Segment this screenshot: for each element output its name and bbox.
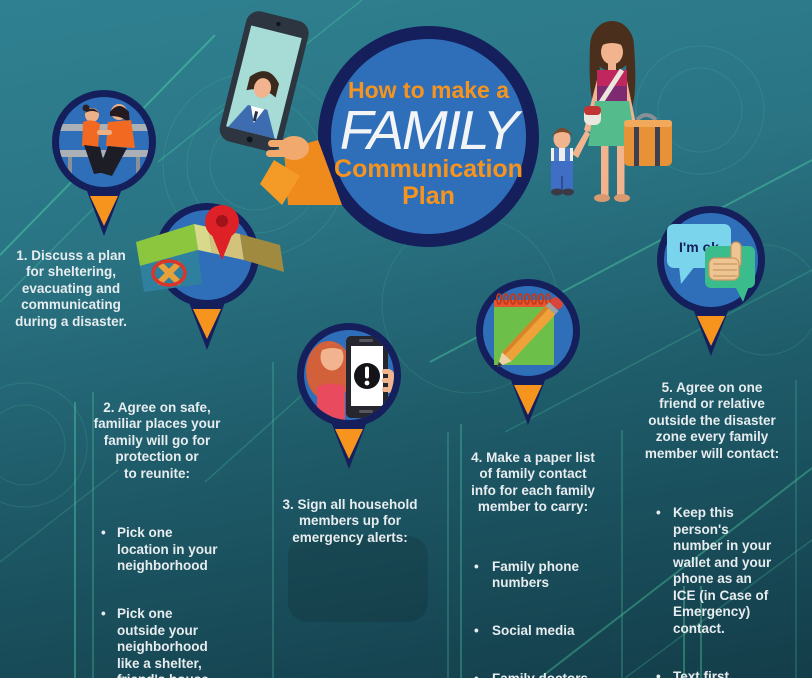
- step-5-bullets: Keep this person's number in your wallet…: [626, 489, 798, 678]
- pin-marker-4: [476, 279, 580, 425]
- title-line-4: Plan: [402, 182, 455, 210]
- bullet-item: Text first, talk second: [656, 669, 798, 678]
- step-2-text: 2. Agree on safe, familiar places your f…: [68, 383, 246, 678]
- bullet-item: Pick one location in your neighborhood: [101, 525, 246, 575]
- step-4-heading: 4. Make a paper list of family contact i…: [471, 449, 595, 515]
- step-1-heading: 1. Discuss a plan for sheltering, evacua…: [15, 247, 127, 329]
- map-with-location-pin-icon: [136, 205, 284, 292]
- title-badge: How to make a FAMILY Communication Plan: [318, 26, 539, 247]
- step-5-text: 5. Agree on one friend or relative outsi…: [626, 363, 798, 678]
- step-4-text: 4. Make a paper list of family contact i…: [452, 433, 614, 678]
- mother-and-child-with-suitcase-icon: [551, 21, 672, 202]
- pin-marker-2: [136, 203, 284, 350]
- im-ok-chat-bubbles-thumbs-up-icon: I'm ok: [667, 224, 755, 302]
- location-pin-icon: [205, 205, 239, 260]
- bullet-item: Family phone numbers: [474, 559, 614, 592]
- bullet-item: Family doctors & medical providers: [474, 671, 614, 678]
- bullet-item: Keep this person's number in your wallet…: [656, 505, 798, 637]
- title-badge-inner: How to make a FAMILY Communication Plan: [331, 39, 526, 234]
- phone-emergency-alert-icon: [306, 336, 394, 420]
- bullet-item: Social media: [474, 623, 614, 640]
- step-5-heading: 5. Agree on one friend or relative outsi…: [644, 379, 780, 461]
- pin-marker-1: [52, 90, 156, 236]
- step-3-heading: 3. Sign all household members up for eme…: [282, 496, 418, 545]
- faded-placeholder-box: [288, 536, 428, 622]
- pin-marker-5: I'm ok: [657, 206, 765, 356]
- title-line-1: How to make a: [347, 77, 510, 103]
- notepad-and-pencil-icon: [494, 293, 564, 368]
- step-2-bullets: Pick one location in your neighborhood P…: [68, 509, 246, 678]
- pin-marker-3: [297, 323, 401, 469]
- step-2-heading: 2. Agree on safe, familiar places your f…: [93, 399, 221, 481]
- bullet-item: Pick one outside your neighborhood like …: [101, 606, 246, 678]
- title-line-3: Communication: [334, 155, 523, 183]
- thumbs-up-icon: [708, 241, 742, 281]
- step-1-text: 1. Discuss a plan for sheltering, evacua…: [2, 231, 140, 347]
- step-4-bullets: Family phone numbers Social media Family…: [452, 542, 614, 678]
- hand-holding-phone-video-call-icon: [219, 11, 342, 205]
- title-line-2: FAMILY: [339, 99, 520, 161]
- step-3-text: 3. Sign all household members up for eme…: [268, 480, 432, 563]
